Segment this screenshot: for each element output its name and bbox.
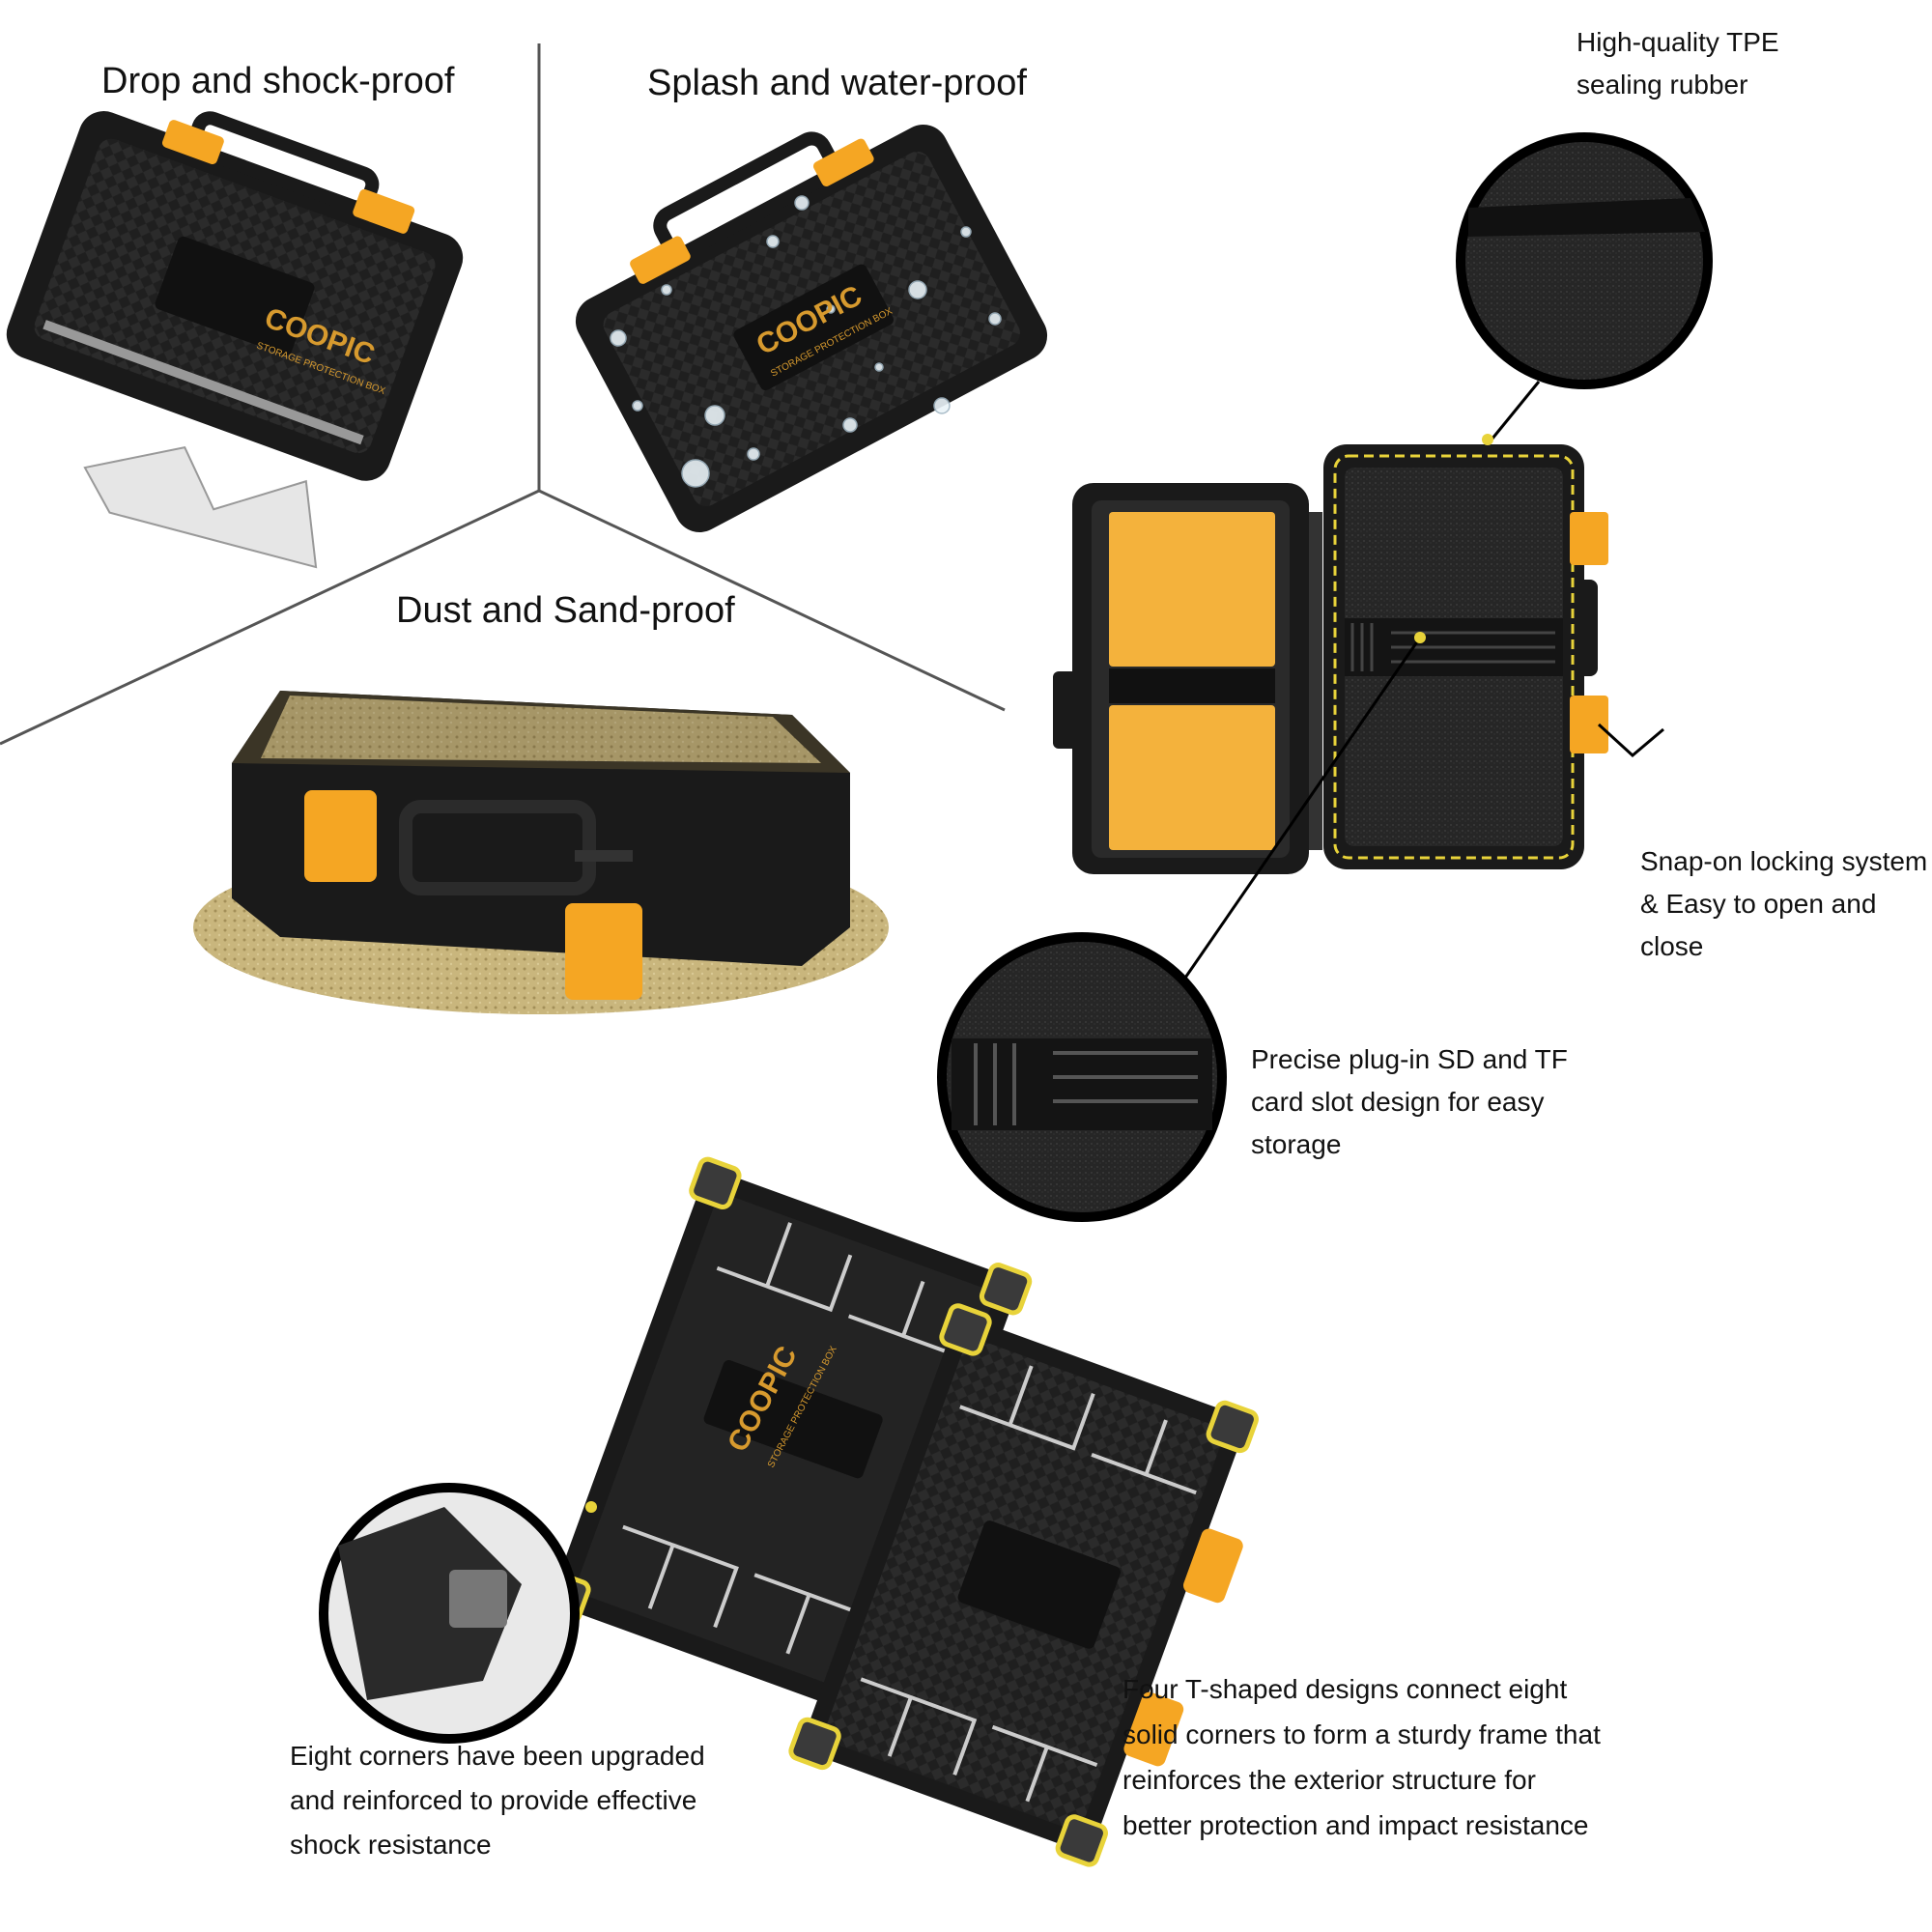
zoom-card-slots — [937, 932, 1227, 1222]
callout-tshape-text: Four T-shaped designs connect eight soli… — [1122, 1674, 1601, 1840]
callout-corners-text: Eight corners have been upgraded and rei… — [290, 1741, 705, 1860]
case-tshape-image — [538, 1156, 1259, 1867]
callout-tpe-text: High-quality TPE sealing rubber — [1577, 27, 1779, 99]
feature-dust-title: Dust and Sand-proof — [396, 590, 735, 631]
corner-marker-dot — [585, 1501, 597, 1513]
zoom-reinforced-corner — [319, 1483, 580, 1744]
callout-slot-text: Precise plug-in SD and TF card slot desi… — [1251, 1044, 1568, 1159]
zoom-tpe-seal — [1456, 132, 1713, 389]
callout-snap-text: Snap-on locking system & Easy to open an… — [1640, 846, 1928, 961]
open-case-image — [1053, 444, 1608, 874]
slot-marker-dot — [1414, 632, 1426, 643]
feature-drop-title: Drop and shock-proof — [101, 61, 455, 101]
water-droplets — [610, 195, 1002, 488]
tpe-marker-dot — [1482, 434, 1493, 445]
case-dust-image — [193, 691, 889, 1014]
feature-splash-title: Splash and water-proof — [647, 63, 1027, 103]
panel-dividers — [0, 43, 1006, 746]
case-drop-image — [6, 111, 464, 569]
